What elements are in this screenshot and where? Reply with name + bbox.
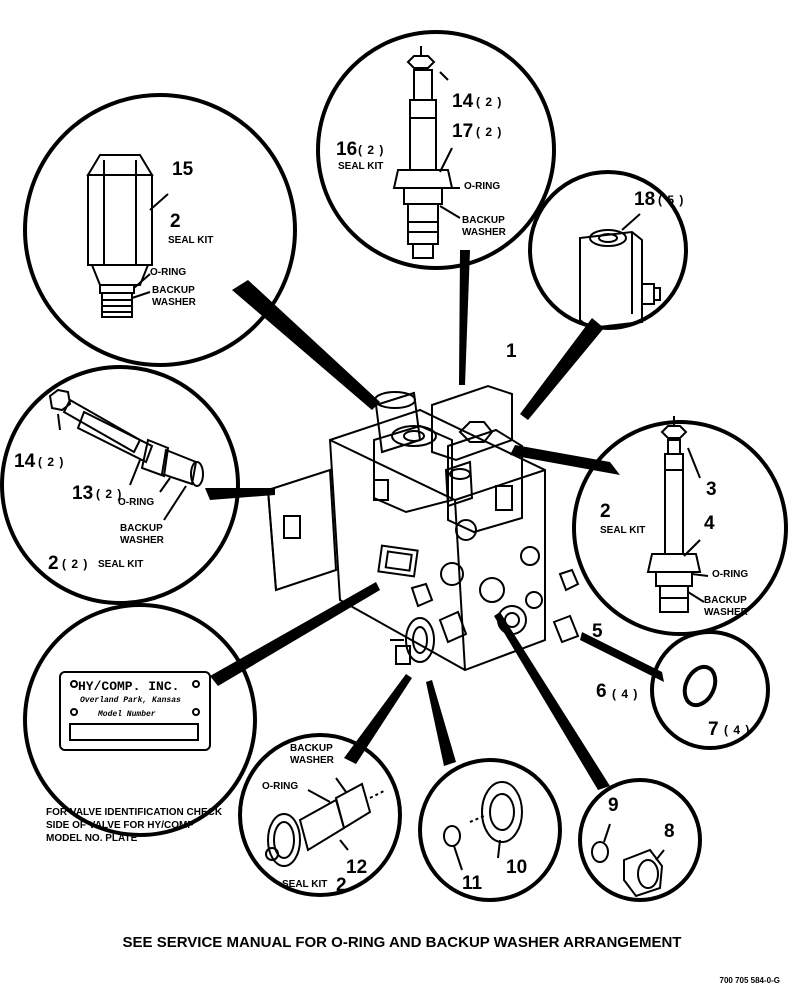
part-7-qty: ( 4 )	[724, 723, 751, 737]
service-manual-footer: SEE SERVICE MANUAL FOR O-RING AND BACKUP…	[122, 934, 682, 951]
part-17-qty: ( 2 )	[476, 125, 503, 139]
part-18-label: 18	[634, 189, 656, 210]
part-4-label: 4	[704, 513, 715, 534]
nameplate-model-label: Model Number	[98, 710, 156, 719]
part-16-label: 16	[336, 139, 358, 160]
circle-plugs	[578, 778, 702, 902]
part-2-left-qty: ( 2 )	[62, 557, 89, 571]
document-number: 700 705 584-0-G	[719, 976, 781, 985]
o-ring-drawing	[682, 664, 718, 708]
backup-label-bottom: BACKUP	[290, 743, 333, 754]
nameplate-location: Overland Park, Kansas	[80, 696, 181, 705]
right-cartridge-drawing	[646, 416, 709, 613]
o-ring-label-left: O-RING	[118, 497, 155, 508]
part-5-label: 5	[592, 621, 603, 642]
circle-knob	[418, 758, 562, 902]
washer-label-top: WASHER	[462, 227, 506, 238]
backup-label-top: BACKUP	[462, 215, 505, 226]
washer-label-right: WASHER	[704, 607, 748, 618]
plugs-drawing	[591, 823, 665, 898]
valve-identification-note: FOR VALVE IDENTIFICATION CHECK SIDE OF V…	[46, 807, 223, 844]
part-2-left-label: 2	[48, 553, 59, 574]
part-1-label: 1	[506, 341, 517, 362]
part-2-right-label: 2	[600, 501, 611, 522]
o-ring-label-upper-left: O-RING	[150, 267, 187, 278]
part-15-label: 15	[172, 159, 194, 180]
o-ring-label-top: O-RING	[464, 181, 501, 192]
circle-top-cartridge	[316, 30, 556, 270]
callout-connectors	[205, 250, 664, 790]
knob-drawing	[443, 781, 523, 871]
part-6-qty: ( 4 )	[612, 687, 639, 701]
seal-kit-label-bottom: SEAL KIT	[282, 879, 328, 890]
knob-valve-drawing	[265, 777, 387, 867]
seal-kit-label-top: SEAL KIT	[338, 161, 384, 172]
seal-kit-label-upper-left: SEAL KIT	[168, 235, 214, 246]
circle-knob-valve	[238, 733, 402, 897]
part-13-label: 13	[72, 483, 94, 504]
part-14-top-label: 14	[452, 91, 474, 112]
part-14-left-qty: ( 2 )	[38, 455, 65, 469]
seal-kit-label-left: SEAL KIT	[98, 559, 144, 570]
part-9-label: 9	[608, 795, 619, 816]
part-12-seal-kit-num: 2	[336, 875, 347, 896]
part-6-label: 6	[596, 681, 607, 702]
coil-drawing	[579, 213, 661, 330]
part-8-label: 8	[664, 821, 675, 842]
part-12-label: 12	[346, 857, 368, 878]
part-17-label: 17	[452, 121, 474, 142]
washer-label-upper-left: WASHER	[152, 297, 196, 308]
circle-coil	[528, 170, 688, 330]
nameplate-drawing	[59, 671, 211, 751]
part-2-upper-left-label: 2	[170, 211, 181, 232]
part-14-top-qty: ( 2 )	[476, 95, 503, 109]
circle-nameplate	[23, 603, 257, 837]
top-cartridge-drawing	[392, 46, 461, 259]
part-14-left-label: 14	[14, 451, 36, 472]
circle-left-cartridge	[0, 365, 240, 605]
backup-label-left: BACKUP	[120, 523, 163, 534]
circle-o-ring	[650, 630, 770, 750]
seal-kit-label-right: SEAL KIT	[600, 525, 646, 536]
o-ring-label-right: O-RING	[712, 569, 749, 580]
part-16-qty: ( 2 )	[358, 143, 385, 157]
part-10-label: 10	[506, 857, 528, 878]
relief-valve-drawing	[86, 154, 169, 318]
part-7-label: 7	[708, 719, 719, 740]
washer-label-left: WASHER	[120, 535, 164, 546]
part-3-label: 3	[706, 479, 717, 500]
left-cartridge-drawing	[48, 388, 204, 521]
part-13-qty: ( 2 )	[96, 487, 123, 501]
circle-right-cartridge	[572, 420, 788, 636]
nameplate-company: HY/COMP. INC.	[78, 679, 180, 694]
o-ring-label-bottom: O-RING	[262, 781, 299, 792]
backup-label-right: BACKUP	[704, 595, 747, 606]
part-11-label: 11	[462, 873, 483, 894]
part-18-qty: ( 5 )	[658, 193, 685, 207]
circle-relief-valve	[23, 93, 297, 367]
backup-label-upper-left: BACKUP	[152, 285, 195, 296]
washer-label-bottom: WASHER	[290, 755, 334, 766]
manifold-block-drawing	[266, 384, 580, 672]
